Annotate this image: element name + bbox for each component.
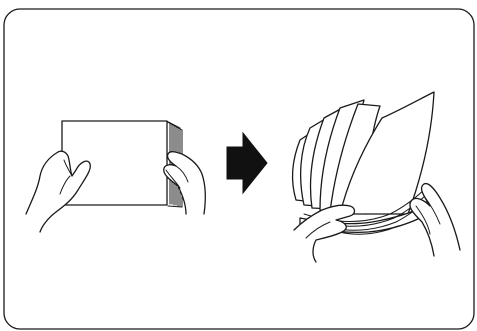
paper-stack-top-sheet <box>62 121 167 205</box>
